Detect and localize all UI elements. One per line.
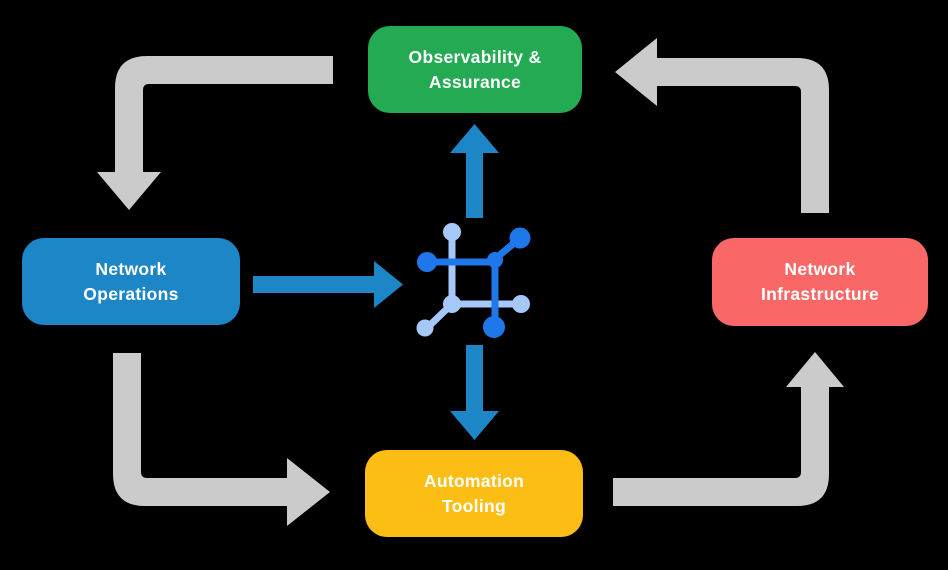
node-operations-label: Network Operations <box>83 258 179 304</box>
arrow-observability-to-operations <box>97 56 333 210</box>
hub-light-dots <box>416 223 530 337</box>
hub-light-dot-top <box>443 223 461 241</box>
hub-dark-dots <box>417 227 531 338</box>
node-observability-label: Observability & Assurance <box>408 46 542 92</box>
node-infrastructure-label: Network Infrastructure <box>761 259 879 304</box>
node-automation-tooling: Automation Tooling <box>365 450 583 537</box>
arrow-hub-to-observability <box>450 124 499 218</box>
node-network-operations: Network Operations <box>22 238 240 325</box>
hub-light-dot-diagonal-end <box>416 319 434 337</box>
network-mesh-icon <box>416 223 531 338</box>
hub-dark-dot-top-right <box>509 227 531 249</box>
hub-dark-dot-bottom <box>483 316 505 338</box>
arrow-hub-to-automation <box>450 345 499 440</box>
node-observability-assurance: Observability & Assurance <box>368 26 582 113</box>
hub-dark-dot-corner <box>487 252 503 268</box>
node-automation-label: Automation Tooling <box>423 470 525 516</box>
arrow-operations-to-automation <box>113 353 330 526</box>
arrow-automation-to-infrastructure <box>613 352 844 506</box>
hub-dark-dot-left <box>417 252 437 272</box>
arrow-infrastructure-to-observability <box>615 38 829 213</box>
hub-light-dot-corner <box>443 295 461 313</box>
arrow-operations-to-hub <box>253 261 403 308</box>
node-network-infrastructure: Network Infrastructure <box>712 238 928 326</box>
hub-light-dot-right <box>512 295 530 313</box>
